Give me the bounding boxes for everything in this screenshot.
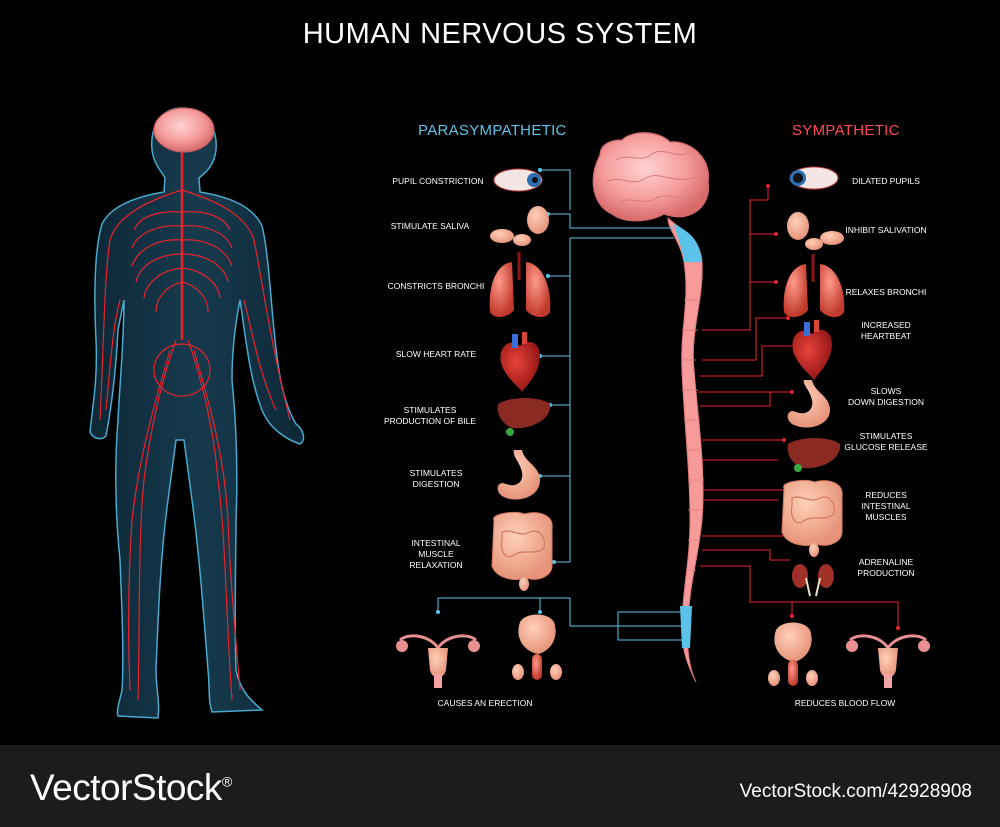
brand-name: VectorStock	[30, 767, 222, 808]
symp-label-heartbeat: INCREASED HEARTBEAT	[860, 320, 912, 341]
brand-mark: ®	[221, 773, 232, 790]
para-label-bile: STIMULATES PRODUCTION OF BILE	[383, 405, 477, 426]
symp-kidney-icon	[792, 564, 834, 597]
symp-label-pupils: DILATED PUPILS	[852, 176, 920, 186]
diagram-canvas: HUMAN NERVOUS SYSTEM	[89, 18, 930, 719]
symp-heart-icon	[792, 320, 832, 380]
symp-label-adrenaline: ADRENALINE PRODUCTION	[857, 557, 915, 578]
para-label-pupil: PUPIL CONSTRICTION	[392, 176, 484, 186]
sympathetic-heading: SYMPATHETIC	[792, 122, 900, 139]
para-stomach-icon	[497, 450, 540, 500]
symp-label-glucose: STIMULATES GLUCOSE RELEASE	[844, 431, 928, 452]
symp-label-salivation: INHIBIT SALIVATION	[845, 225, 927, 235]
para-male-reproductive-icon	[512, 614, 562, 680]
symp-salivary-gland-icon	[787, 212, 844, 250]
symp-liver-icon	[787, 438, 841, 472]
watermark-footer: VectorStock® VectorStock.com/42928908	[0, 745, 1000, 827]
symp-stomach-icon	[787, 380, 830, 428]
para-heart-icon	[500, 332, 540, 392]
diagram-art	[89, 107, 930, 719]
para-intestine-icon	[491, 511, 553, 591]
symp-label-digestion: SLOWS DOWN DIGESTION	[847, 386, 925, 407]
parasympathetic-heading: PARASYMPATHETIC	[418, 122, 567, 139]
para-label-digestion: STIMULATES DIGESTION	[409, 468, 463, 489]
sympathetic-dots	[766, 184, 900, 630]
para-eye-icon	[493, 168, 543, 192]
label-causes-erection: CAUSES AN ERECTION	[437, 698, 533, 708]
para-label-intestine: INTESTINAL MUSCLE RELAXATION	[409, 538, 463, 570]
symp-uterus-icon	[846, 634, 930, 688]
human-body-figure	[89, 107, 305, 719]
stock-id: VectorStock.com/42928908	[739, 781, 972, 802]
symp-label-bronchi: RELAXES BRONCHI	[845, 287, 927, 297]
para-label-saliva: STIMULATE SALIVA	[390, 221, 470, 231]
symp-eye-icon	[789, 166, 839, 190]
para-label-heart: SLOW HEART RATE	[395, 349, 477, 359]
para-liver-icon	[497, 398, 551, 436]
parasympathetic-connectors	[437, 169, 682, 641]
para-salivary-gland-icon	[490, 206, 549, 246]
page-title: HUMAN NERVOUS SYSTEM	[302, 18, 698, 50]
brand-logo: VectorStock®	[30, 767, 232, 809]
para-label-bronchi: CONSTRICTS BRONCHI	[387, 281, 485, 291]
para-lungs-icon	[489, 252, 551, 318]
symp-male-reproductive-icon	[768, 622, 818, 686]
label-reduces-blood-flow: REDUCES BLOOD FLOW	[794, 698, 896, 708]
symp-intestine-icon	[781, 479, 843, 557]
brain-and-spinal-cord	[592, 132, 710, 683]
para-uterus-icon	[396, 634, 480, 688]
symp-label-intestinal: REDUCES INTESTINAL MUSCLES	[861, 490, 911, 522]
sympathetic-connectors	[698, 186, 899, 628]
symp-lungs-icon	[783, 254, 845, 318]
